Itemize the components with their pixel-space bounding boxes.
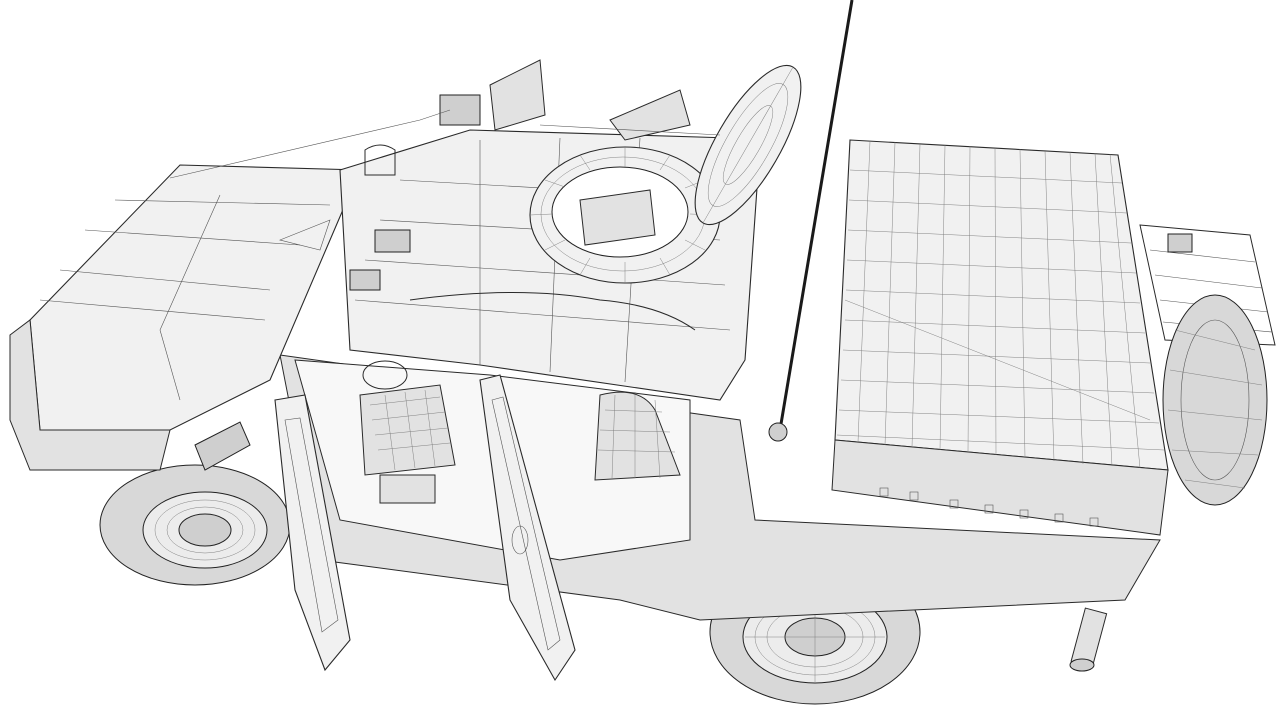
front-wheel <box>99 464 291 586</box>
rear-rack <box>1139 224 1276 346</box>
antenna-base <box>768 422 788 442</box>
rear-door <box>479 374 576 682</box>
side-mirror <box>194 421 251 471</box>
steering-wheel <box>362 360 408 390</box>
spare-tire <box>1162 294 1268 506</box>
hood <box>9 164 361 471</box>
radio-antenna <box>778 0 854 431</box>
cargo-grid <box>836 140 1165 469</box>
cable <box>169 109 451 179</box>
exhaust <box>1069 607 1108 672</box>
roof-equipment <box>349 59 691 291</box>
roof-hatch <box>529 146 721 284</box>
satellite-dish <box>694 64 802 226</box>
passenger-seat <box>594 391 681 481</box>
cable <box>539 124 721 136</box>
cargo-box <box>831 139 1169 536</box>
front-door <box>274 394 351 672</box>
driver-seat <box>359 384 456 504</box>
